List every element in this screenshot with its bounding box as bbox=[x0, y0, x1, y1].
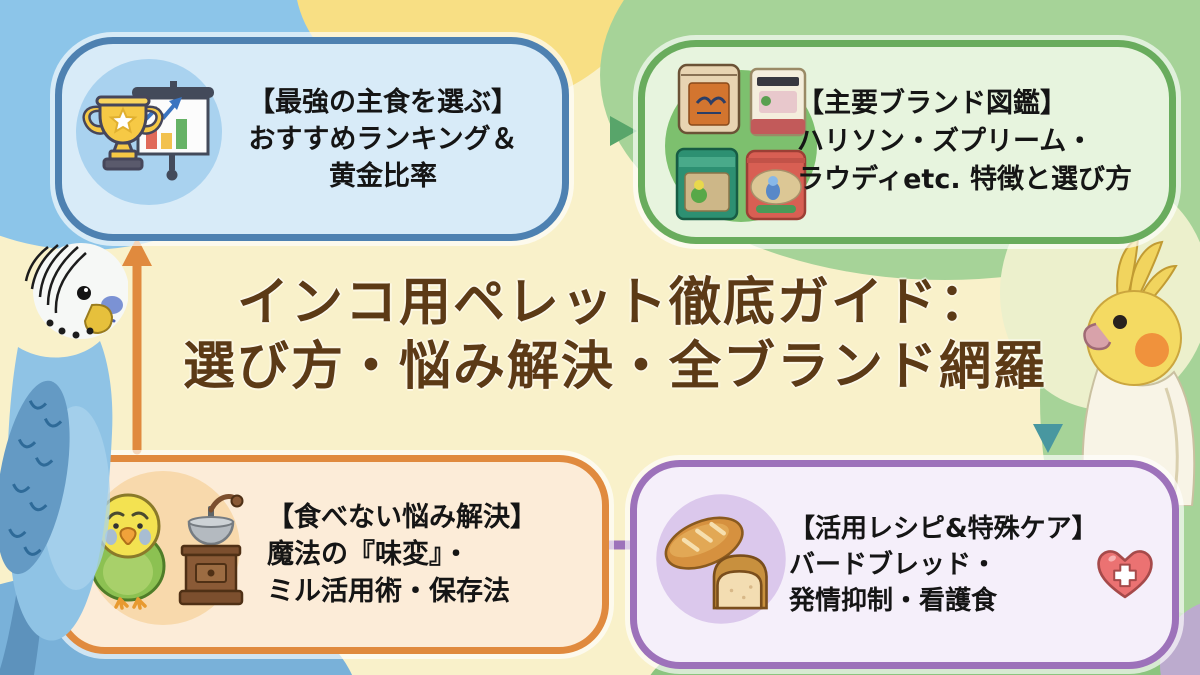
card-troubles-line3: ミル活用術・保存法 bbox=[267, 576, 510, 607]
budgerigar-illustration bbox=[0, 243, 128, 675]
card-troubles-line1: 【食べない悩み解決】 bbox=[267, 502, 537, 533]
pellet-packages-icon bbox=[665, 63, 817, 222]
page-title-line1: インコ用ペレット徹底ガイド： bbox=[236, 273, 993, 333]
card-ranking: 【最強の主食を選ぶ】 おすすめランキング＆ 黄金比率 bbox=[55, 37, 569, 241]
card-ranking-line1: 【最強の主食を選ぶ】 bbox=[248, 86, 518, 118]
card-ranking-line2: おすすめランキング＆ bbox=[248, 123, 518, 155]
card-brands-line1: 【主要ブランド図鑑】 bbox=[797, 88, 1067, 119]
card-recipes-line3: 発情抑制・看護食 bbox=[789, 585, 998, 616]
card-ranking-text: 【最強の主食を選ぶ】 おすすめランキング＆ 黄金比率 bbox=[230, 44, 536, 234]
card-recipes: 【活用レシピ&特殊ケア】 バードブレッド・ 発情抑制・看護食 bbox=[630, 460, 1179, 669]
package-teal bbox=[675, 147, 739, 221]
card-brands-line2: ハリソン・ズプリーム・ bbox=[797, 126, 1094, 157]
trophy-bar-chart-icon bbox=[76, 59, 222, 205]
card-troubles: 【食べない悩み解決】 魔法の『味変』・ ミル活用術・保存法 bbox=[55, 455, 609, 654]
package-zupreem-cream bbox=[749, 67, 807, 137]
sad-budgie-and-mill-icon bbox=[86, 471, 244, 625]
sad-budgie bbox=[90, 493, 166, 610]
grinder-mill bbox=[178, 494, 244, 606]
card-recipes-line1: 【活用レシピ&特殊ケア】 bbox=[789, 513, 1098, 544]
package-lafeber-red bbox=[745, 149, 807, 221]
card-brands: 【主要ブランド図鑑】 ハリソン・ズプリーム・ ラウディetc. 特徴と選び方 bbox=[638, 40, 1176, 244]
medical-heart-icon bbox=[1097, 550, 1153, 599]
baguette bbox=[664, 516, 744, 570]
page-title-line2: 選び方・悩み解決・全ブランド網羅 bbox=[182, 337, 1047, 397]
card-troubles-text: 【食べない悩み解決】 魔法の『味変』・ ミル活用術・保存法 bbox=[267, 462, 587, 647]
bread-icon bbox=[656, 494, 786, 624]
budgie-wing bbox=[0, 380, 70, 575]
card-brands-text: 【主要ブランド図鑑】 ハリソン・ズプリーム・ ラウディetc. 特徴と選び方 bbox=[797, 47, 1157, 237]
card-troubles-line2: 魔法の『味変』・ bbox=[267, 539, 470, 570]
package-harrisons-tan bbox=[677, 63, 741, 135]
card-recipes-text: 【活用レシピ&特殊ケア】 バードブレッド・ 発情抑制・看護食 bbox=[789, 467, 1099, 662]
card-brands-line3: ラウディetc. 特徴と選び方 bbox=[797, 164, 1132, 195]
page-title: インコ用ペレット徹底ガイド： 選び方・悩み解決・全ブランド網羅 bbox=[85, 272, 1145, 400]
card-recipes-line2: バードブレッド・ bbox=[789, 549, 998, 580]
card-ranking-line3: 黄金比率 bbox=[329, 160, 437, 192]
bread-loaf bbox=[712, 554, 768, 610]
